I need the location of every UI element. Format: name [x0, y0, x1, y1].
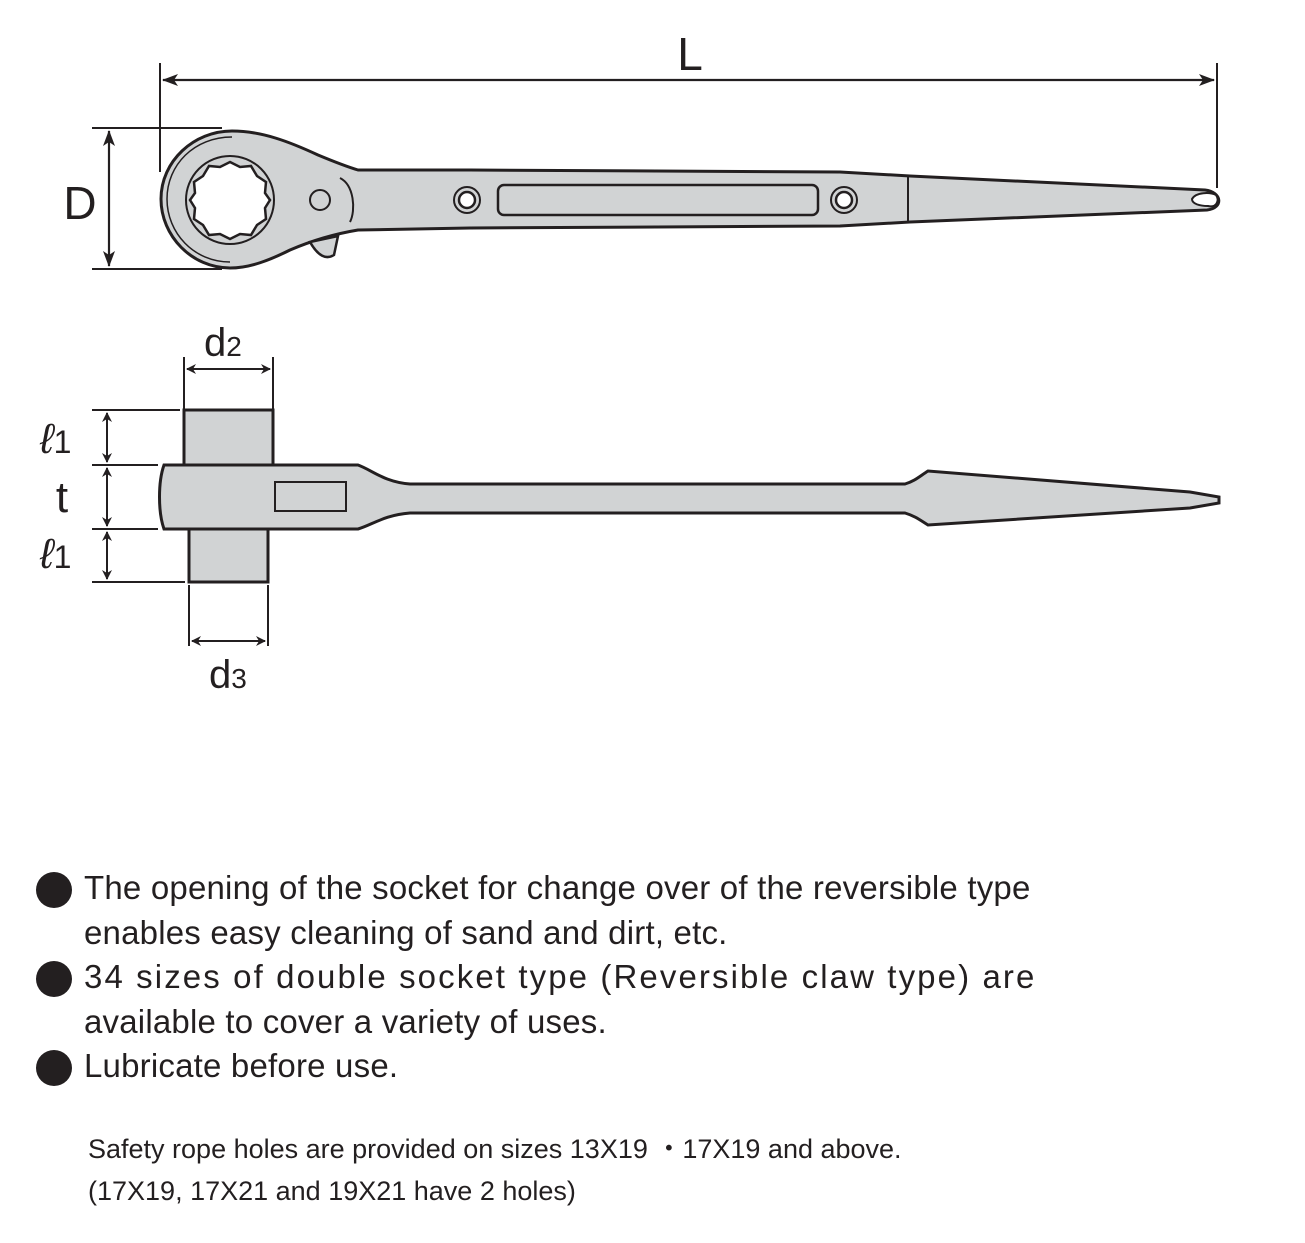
feature-text-line: available to cover a variety of uses.	[84, 1002, 607, 1040]
dimension-label-l1-top: ℓ1	[39, 415, 71, 462]
feature-item: The opening of the socket for change ove…	[36, 866, 1276, 955]
note-line: (17X19, 17X21 and 19X21 have 2 holes)	[88, 1176, 576, 1206]
wrench-side-body	[158, 463, 1221, 531]
safety-rope-hole	[453, 186, 481, 214]
pin-hole	[309, 189, 331, 211]
dimension-label-d3: d3	[209, 653, 247, 697]
feature-list: The opening of the socket for change ove…	[36, 866, 1276, 1089]
bullet-dot-icon	[36, 961, 72, 997]
safety-rope-hole	[830, 186, 858, 214]
twelve-point-socket-opening	[188, 160, 272, 241]
bullet-dot-icon	[36, 1050, 72, 1086]
handle-slot	[496, 183, 820, 217]
feature-item: 34 sizes of double socket type (Reversib…	[36, 955, 1276, 1044]
feature-item: Lubricate before use.	[36, 1044, 1276, 1089]
tip-eye	[1190, 192, 1219, 208]
dimension-label-l1-bottom: ℓ1	[39, 530, 71, 577]
top-view: L D	[63, 28, 1221, 270]
feature-text-line: enables easy cleaning of sand and dirt, …	[84, 913, 728, 951]
feature-text-line: Lubricate before use.	[84, 1047, 399, 1084]
note-line: Safety rope holes are provided on sizes …	[88, 1134, 902, 1164]
dimension-label-L: L	[677, 28, 703, 80]
feature-text-line: 34 sizes of double socket type (Reversib…	[84, 958, 1037, 995]
lower-socket	[187, 527, 270, 584]
dimension-label-D: D	[63, 177, 96, 229]
feature-text-line: The opening of the socket for change ove…	[84, 869, 1031, 906]
dimension-label-d2: d2	[204, 321, 242, 365]
safety-rope-note: Safety rope holes are provided on sizes …	[88, 1128, 902, 1212]
dimension-label-t: t	[56, 473, 68, 522]
side-view: d2 ℓ1 t ℓ1 d3	[39, 321, 1221, 697]
ratchet-wrench-diagram: L D	[39, 28, 1221, 697]
pawl-lever	[308, 234, 340, 259]
bullet-dot-icon	[36, 872, 72, 908]
upper-socket	[182, 408, 275, 467]
side-slot	[274, 481, 347, 512]
